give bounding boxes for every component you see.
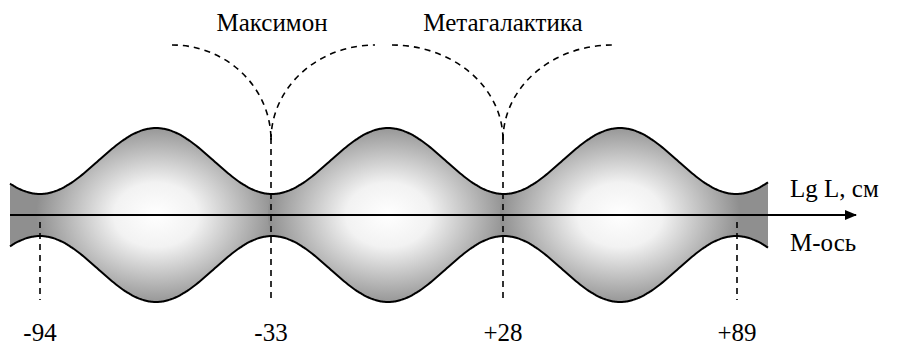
tick-line — [502, 138, 504, 300]
region-label: Максимон — [216, 10, 327, 35]
scale-number: -33 — [254, 320, 287, 345]
axis-label: Lg L, см — [790, 176, 879, 201]
band-outline — [10, 236, 768, 302]
horizon-curve — [503, 45, 612, 140]
dashed-guides — [40, 45, 737, 300]
scale-number: -94 — [23, 320, 56, 345]
m-axis-arrow — [10, 214, 856, 216]
band-fill — [0, 100, 898, 320]
horizon-curve — [172, 45, 271, 140]
horizon-curve — [392, 45, 503, 140]
tick-line — [270, 138, 272, 300]
scale-number: +28 — [483, 320, 522, 345]
tick-line — [736, 222, 738, 300]
scale-number: +89 — [717, 320, 756, 345]
tick-line — [39, 222, 41, 300]
horizon-curve — [271, 45, 375, 140]
axis-label: М-ось — [790, 230, 856, 255]
region-label: Метагалактика — [423, 10, 582, 35]
band-outline — [10, 128, 768, 194]
